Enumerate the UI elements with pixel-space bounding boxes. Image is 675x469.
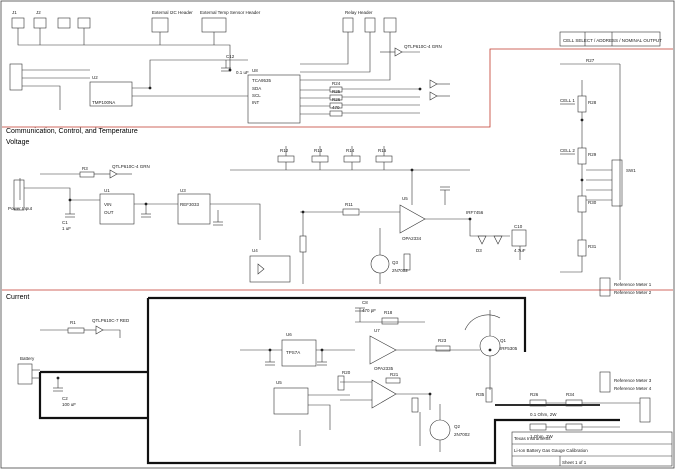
label-r35: R35 xyxy=(476,392,485,397)
label-opa: OPA2334 xyxy=(402,236,422,241)
label-tps: TPS7A xyxy=(286,350,300,355)
label-led2: QTLP610C-4 GRN xyxy=(112,164,150,169)
label-r18: R18 xyxy=(384,310,393,315)
label-u4: U4 xyxy=(252,248,258,253)
label-q1: Q1 xyxy=(500,338,507,343)
label-r1: R1 xyxy=(70,320,76,325)
label-cell1: CELL 1 xyxy=(560,98,575,103)
label-r-01: 0.1 Ohm, 2W xyxy=(530,412,557,417)
label-vin: VIN xyxy=(104,202,112,207)
label-scl: SCL xyxy=(252,93,261,98)
label-out: OUT xyxy=(104,210,114,215)
label-r30: R30 xyxy=(588,200,597,205)
label-r25: R25 xyxy=(332,89,341,94)
label-int: INT xyxy=(252,100,260,105)
label-r14: R14 xyxy=(346,148,355,153)
section-title-communication: Communication, Control, and Temperature xyxy=(6,128,138,135)
label-q2-val: 2N7002 xyxy=(454,432,470,437)
label-r-470: 470 xyxy=(332,105,340,110)
label-c-100u: 100 uF xyxy=(62,402,76,407)
label-u7: U7 xyxy=(374,328,380,333)
label-sw1: SW1 xyxy=(626,168,636,173)
label-u1: U1 xyxy=(104,188,110,193)
label-hdr-relay: Relay Header xyxy=(345,10,373,15)
label-j1: J1 xyxy=(12,10,17,15)
label-c47: 4.7uF xyxy=(514,248,526,253)
label-r26: R26 xyxy=(332,97,341,102)
label-led1: QTLP610C-4 GRN xyxy=(404,44,442,49)
label-u5: U5 xyxy=(402,196,408,201)
label-title-block: Texas Instruments xyxy=(514,436,551,441)
label-r12: R12 xyxy=(280,148,289,153)
label-u8: U8 xyxy=(252,68,258,73)
section-title-voltage: Voltage xyxy=(6,139,30,146)
label-c14: C12 xyxy=(226,54,235,59)
label-r28: R28 xyxy=(588,100,597,105)
label-d3: D3 xyxy=(476,248,482,253)
label-u5b: U5 xyxy=(276,380,282,385)
label-c-1u: 1 uF xyxy=(62,226,71,231)
label-c2: C2 xyxy=(62,396,68,401)
label-hdr-power: Power Input xyxy=(8,206,33,211)
label-r11: R11 xyxy=(345,202,353,207)
label-r27: R27 xyxy=(586,58,595,63)
label-irf5305: IRF5305 xyxy=(500,346,518,351)
label-r34: R34 xyxy=(566,392,575,397)
label-sda: SDA xyxy=(252,86,261,91)
label-u6: U6 xyxy=(286,332,292,337)
label-q3: Q3 xyxy=(392,260,399,265)
label-r-1ohm: 1 Ohm, 2W xyxy=(530,434,554,439)
label-r21: R21 xyxy=(390,372,399,377)
label-c-01u: 0.1 uF xyxy=(236,70,249,75)
label-r26b: R26 xyxy=(530,392,539,397)
label-2n7002: 2N7002 xyxy=(392,268,408,273)
label-hdr-temp: External Temp Sensor Header xyxy=(200,10,261,15)
label-drawing-title: Li-Ion Battery Gas Gauge Calibration xyxy=(514,448,588,453)
label-r24: R24 xyxy=(332,81,341,86)
label-cell-table: CELL SELECT / ADDRESS / NOMINAL OUTPUT xyxy=(563,38,662,43)
label-j2: J2 xyxy=(36,10,41,15)
label-led3: QTLP610C-7 RED xyxy=(92,318,130,323)
label-u2: U2 xyxy=(92,75,98,80)
label-tca: TCA9535 xyxy=(252,78,272,83)
label-ref-meter4: Reference Meter 4 xyxy=(614,386,652,391)
label-r20: R20 xyxy=(342,370,351,375)
label-cell2: CELL 2 xyxy=(560,148,575,153)
label-ref-meter2: Reference Meter 2 xyxy=(614,290,652,295)
label-ref-meter3: Reference Meter 3 xyxy=(614,378,652,383)
label-c10: C10 xyxy=(514,224,523,229)
label-c8: C8 xyxy=(362,300,368,305)
label-c-470: 470 pF xyxy=(362,308,376,313)
label-hdr-comm: External I2C Header xyxy=(152,10,193,15)
label-hdr-bat: Battery xyxy=(20,356,35,361)
label-r3: R3 xyxy=(82,166,88,171)
label-r13: R13 xyxy=(314,148,323,153)
label-q2: Q2 xyxy=(454,424,461,429)
label-r15: R15 xyxy=(378,148,387,153)
label-ref-meter1: Reference Meter 1 xyxy=(614,282,652,287)
label-r29: R29 xyxy=(588,152,597,157)
component-labels: J1 J2 External I2C Header External Temp … xyxy=(8,10,662,465)
label-r23: R23 xyxy=(438,338,447,343)
section-title-current: Current xyxy=(6,294,30,301)
label-ref: REF3033 xyxy=(180,202,200,207)
label-q-irf: IRF7456 xyxy=(466,210,484,215)
label-sheet: Sheet 1 of 1 xyxy=(562,460,587,465)
label-tmp: TMP100NA xyxy=(92,100,115,105)
label-r31: R31 xyxy=(588,244,597,249)
label-c1: C1 xyxy=(62,220,68,225)
label-u3: U3 xyxy=(180,188,186,193)
label-opa2335: OPA2335 xyxy=(374,366,394,371)
